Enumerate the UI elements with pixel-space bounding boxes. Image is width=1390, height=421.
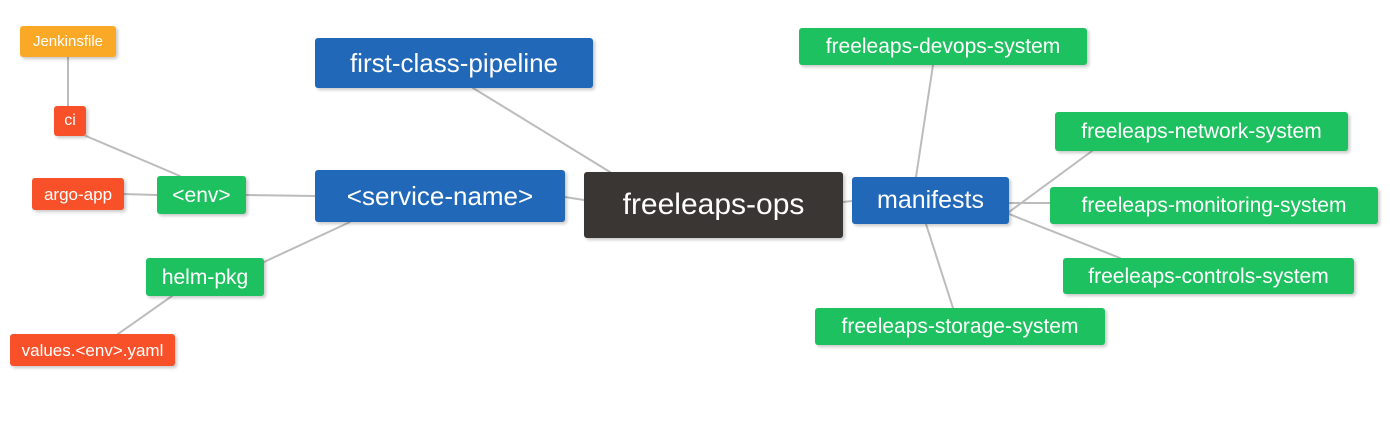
node-label-first-class-pipeline: first-class-pipeline: [349, 48, 559, 78]
node-service-name[interactable]: <service-name>: [315, 170, 565, 222]
node-label-argo-app: argo-app: [43, 184, 113, 204]
node-freeleaps-storage-system[interactable]: freeleaps-storage-system: [815, 308, 1105, 345]
node-freeleaps-devops-system[interactable]: freeleaps-devops-system: [799, 28, 1087, 65]
edge-service-name-to-env: [245, 194, 316, 197]
edge-env-to-ci: [85, 135, 181, 177]
node-label-freeleaps-storage-system: freeleaps-storage-system: [841, 315, 1079, 338]
node-first-class-pipeline[interactable]: first-class-pipeline: [315, 38, 593, 88]
node-manifests[interactable]: manifests: [852, 177, 1009, 224]
node-label-freeleaps-monitoring-system: freeleaps-monitoring-system: [1081, 194, 1347, 217]
node-jenkinsfile[interactable]: Jenkinsfile: [20, 26, 116, 57]
node-label-service-name: <service-name>: [346, 181, 534, 211]
edge-helm-pkg-to-values-env-yaml: [117, 295, 173, 335]
node-helm-pkg[interactable]: helm-pkg: [146, 258, 264, 296]
edge-manifests-to-freeleaps-storage-system: [925, 223, 954, 309]
edge-freeleaps-ops-to-first-class-pipeline: [472, 87, 611, 173]
node-ci[interactable]: ci: [54, 106, 86, 136]
edge-env-to-argo-app: [123, 193, 158, 196]
node-label-manifests: manifests: [877, 186, 984, 214]
node-freeleaps-monitoring-system[interactable]: freeleaps-monitoring-system: [1050, 187, 1378, 224]
node-freeleaps-ops[interactable]: freeleaps-ops: [584, 172, 843, 238]
node-label-freeleaps-controls-system: freeleaps-controls-system: [1088, 264, 1329, 288]
node-label-ci: ci: [64, 112, 76, 129]
node-label-jenkinsfile: Jenkinsfile: [32, 33, 104, 50]
edge-service-name-to-helm-pkg: [263, 221, 351, 263]
edge-freeleaps-ops-to-manifests: [842, 200, 853, 203]
edge-manifests-to-freeleaps-devops-system: [915, 64, 934, 178]
node-label-values-env-yaml: values.<env>.yaml: [21, 340, 164, 360]
node-label-freeleaps-ops: freeleaps-ops: [622, 188, 805, 221]
node-argo-app[interactable]: argo-app: [32, 178, 124, 210]
node-values-env-yaml[interactable]: values.<env>.yaml: [10, 334, 175, 366]
node-label-freeleaps-devops-system: freeleaps-devops-system: [825, 35, 1061, 58]
node-freeleaps-network-system[interactable]: freeleaps-network-system: [1055, 112, 1348, 151]
node-label-env: <env>: [172, 183, 231, 207]
node-label-freeleaps-network-system: freeleaps-network-system: [1081, 120, 1322, 143]
edge-freeleaps-ops-to-service-name: [564, 196, 585, 201]
node-env[interactable]: <env>: [157, 176, 246, 214]
node-freeleaps-controls-system[interactable]: freeleaps-controls-system: [1063, 258, 1354, 294]
node-label-helm-pkg: helm-pkg: [161, 265, 249, 289]
